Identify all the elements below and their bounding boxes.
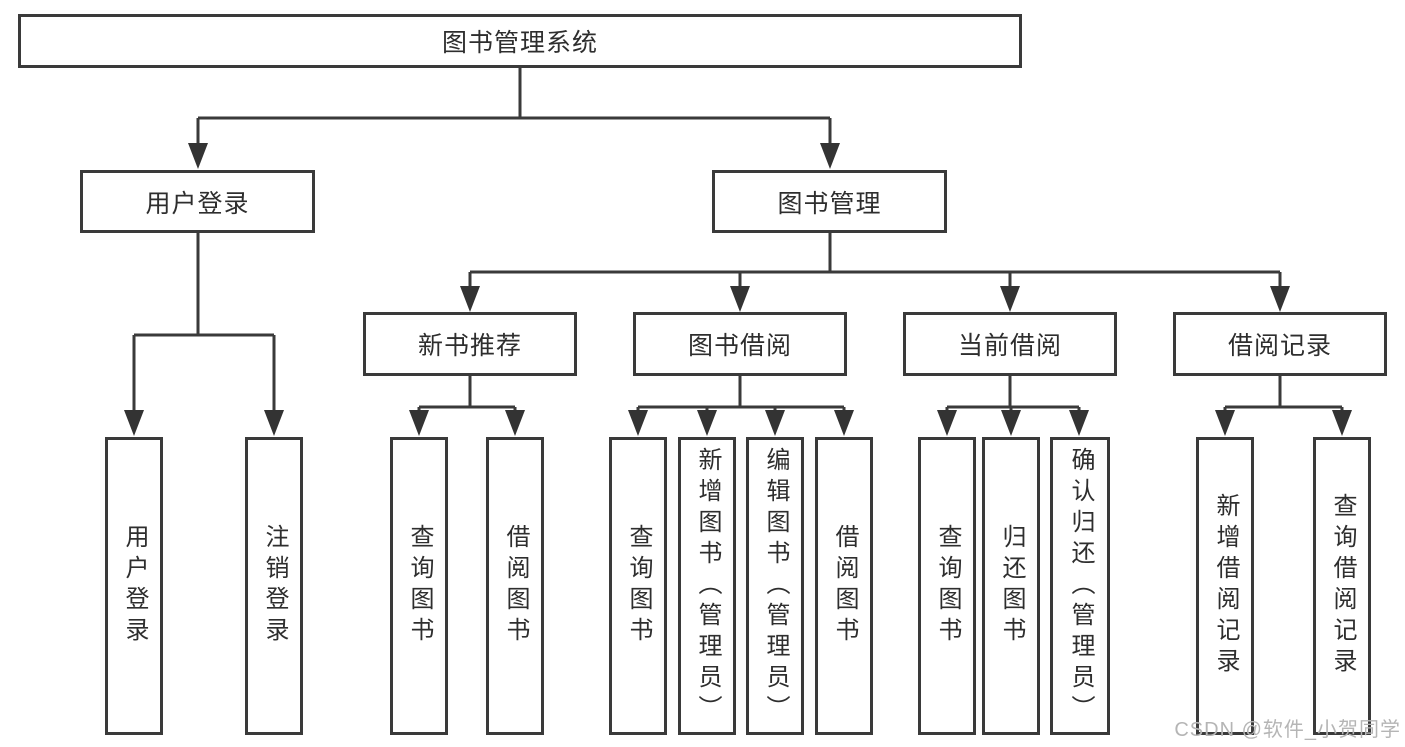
node-new-book-recommend: 新书推荐 (363, 312, 577, 376)
leaf-cb-confirm-return-admin: 确认归还（管理员） (1050, 437, 1110, 735)
node-book-management: 图书管理 (712, 170, 947, 233)
leaf-bb-edit-books-admin: 编辑图书（管理员） (746, 437, 804, 735)
arrowheads (124, 143, 1352, 436)
node-label: 查询借阅记录 (1329, 493, 1356, 679)
leaf-cb-return-books: 归还图书 (982, 437, 1040, 735)
node-label: 查询图书 (934, 524, 961, 648)
node-user-login: 用户登录 (80, 170, 315, 233)
leaf-bb-add-books-admin: 新增图书（管理员） (678, 437, 736, 735)
node-book-borrowing: 图书借阅 (633, 312, 847, 376)
node-label: 图书管理系统 (441, 29, 598, 57)
node-label: 注销登录 (261, 524, 288, 648)
node-label: 借阅图书 (502, 524, 529, 648)
node-label: 图书管理 (777, 189, 882, 218)
leaf-bb-query-books: 查询图书 (609, 437, 667, 735)
node-label: 确认归还（管理员） (1067, 446, 1094, 726)
node-current-borrowing: 当前借阅 (903, 312, 1117, 376)
node-label: 查询图书 (406, 524, 433, 648)
node-label: 新增图书（管理员） (694, 446, 721, 726)
leaf-logout: 注销登录 (245, 437, 303, 735)
node-label: 当前借阅 (957, 332, 1062, 360)
leaf-br-query-borrow-record: 查询借阅记录 (1313, 437, 1371, 735)
node-library-management-system: 图书管理系统 (18, 14, 1022, 68)
node-label: 图书借阅 (687, 332, 792, 360)
node-label: 新增借阅记录 (1212, 493, 1239, 679)
leaf-nbr-borrow-books: 借阅图书 (486, 437, 544, 735)
node-borrow-records: 借阅记录 (1173, 312, 1387, 376)
node-label: 用户登录 (121, 524, 148, 648)
node-label: 查询图书 (625, 524, 652, 648)
leaf-cb-query-books: 查询图书 (918, 437, 976, 735)
leaf-user-login: 用户登录 (105, 437, 163, 735)
csdn-watermark: CSDN @软件_小贺同学 (1174, 719, 1401, 741)
node-label: 借阅图书 (831, 524, 858, 648)
leaf-br-add-borrow-record: 新增借阅记录 (1196, 437, 1254, 735)
node-label: 归还图书 (998, 524, 1025, 648)
node-label: 编辑图书（管理员） (762, 446, 789, 726)
leaf-nbr-query-books: 查询图书 (390, 437, 448, 735)
node-label: 借阅记录 (1227, 332, 1332, 360)
leaf-bb-borrow-books: 借阅图书 (815, 437, 873, 735)
node-label: 新书推荐 (417, 332, 522, 360)
node-label: 用户登录 (145, 189, 250, 218)
